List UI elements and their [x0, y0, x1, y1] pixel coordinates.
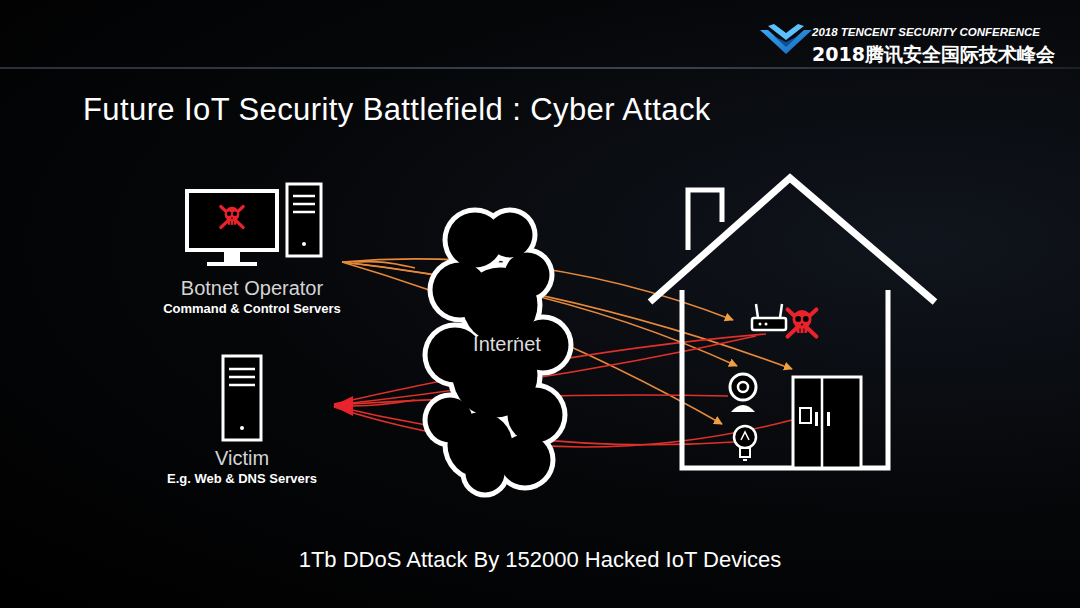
attacker-computer [287, 184, 321, 256]
house-outline [688, 190, 722, 250]
smart-fridge [793, 377, 861, 468]
smart-fridge [827, 412, 830, 426]
victim-server-box: VictimE.g. Web & DNS Servers [149, 350, 335, 488]
victim-server [223, 356, 261, 440]
cloud-fill [508, 388, 563, 443]
cloud-fill [500, 435, 551, 486]
house-outline [650, 178, 935, 468]
attack-connector [335, 400, 415, 406]
attacker-computer [293, 195, 315, 198]
house-outline [650, 178, 935, 302]
smart-fridge [821, 377, 824, 468]
ip-camera [731, 405, 755, 412]
ip-camera [730, 374, 756, 400]
slide-title: Future IoT Security Battlefield : Cyber … [83, 91, 711, 129]
hacked-router [759, 323, 762, 326]
internet-cloud: Internet [415, 205, 575, 500]
smart-bulb [741, 432, 749, 440]
conference-name: 2018 TENCENT SECURITY CONFERENCE [812, 25, 1040, 40]
hacked-router [780, 304, 782, 318]
node-name: Botnet Operator [181, 276, 323, 300]
hacked-router [765, 323, 768, 326]
node-name: Internet [473, 332, 541, 356]
hacked-router [752, 304, 816, 337]
victim-server [229, 368, 255, 371]
ip-camera [738, 382, 748, 392]
attacker-computer [293, 211, 315, 214]
smart-fridge [793, 377, 861, 468]
victim-server [229, 376, 255, 379]
node-subtitle: Command & Control Servers [163, 300, 341, 318]
smart-bulb [740, 448, 750, 457]
hacked-router [756, 304, 758, 318]
botnet-operator: Botnet OperatorCommand & Control Servers [150, 180, 354, 318]
victim-server [223, 356, 261, 440]
hacked-router [788, 310, 817, 337]
conference-logo [760, 24, 812, 54]
attack-flow-orange [342, 259, 792, 424]
victim-server [229, 384, 255, 387]
victim-server [240, 426, 244, 430]
attacker-computer [224, 252, 240, 262]
smart-bulb [734, 426, 756, 460]
header-rule [0, 67, 1080, 69]
conference-name-cn: 2018腾讯安全国际技术峰会 [812, 42, 1055, 66]
smart-fridge [800, 408, 811, 423]
attacker-computer [293, 203, 315, 206]
conference-logo [774, 36, 798, 47]
attacker-computer [207, 262, 257, 266]
cloud-fill [466, 454, 505, 493]
node-subtitle: E.g. Web & DNS Servers [167, 470, 317, 488]
smart-bulb [743, 459, 747, 461]
attacker-computer [302, 242, 306, 246]
header-rule [0, 67, 1080, 69]
conference-logo [768, 24, 804, 40]
attacker-computer [221, 207, 243, 228]
attack-connector [354, 262, 415, 268]
ip-camera [730, 374, 756, 412]
house-outline [682, 290, 888, 468]
smart-fridge [815, 412, 818, 426]
slide-caption: 1Tb DDoS Attack By 152000 Hacked IoT Dev… [299, 546, 782, 574]
smart-bulb [734, 426, 756, 448]
hacked-router [752, 318, 786, 330]
cloud-fill [488, 213, 533, 258]
attacker-computer [187, 191, 277, 250]
attacker-computer [187, 184, 321, 266]
node-name: Victim [215, 446, 269, 470]
